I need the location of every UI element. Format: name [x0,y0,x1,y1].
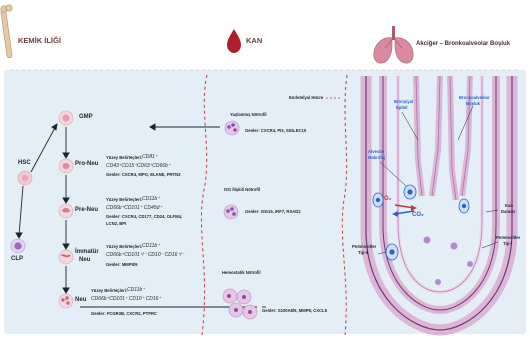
isg-neutrophil-title: ISG İlişkili Nötrofil [224,188,260,193]
pro-neu-label: Pro-Neu [75,161,98,168]
alveolar-space-label-2: Boşluk [466,102,480,107]
marrow-blood-boundary [201,75,207,335]
clp-label: CLP [11,256,23,263]
immature-neu-markers-label: Yüzey Belirteçleri: [106,245,142,250]
immature-neu-markers-1: CD11b⁺ [142,244,160,250]
pre-neu-cell [59,204,73,218]
pneumocyte-type-ii [386,244,398,260]
blood-header: KAN [246,37,262,45]
hsc-cell [18,171,32,185]
pre-neu-genes-2: LCN2, BPI [106,222,126,227]
pre-neu-markers-2: CD66b⁺CD101⁺ CD45d⁺ [106,206,162,212]
blood-vessel-label-2: Damarı [501,210,515,215]
immature-neu-label-1: İmmatür [75,249,99,256]
pro-neu-markers-label: Yüzey Belirteçleri: [106,156,142,161]
bronchiole-label-2: Epitel [396,106,407,111]
o2-label: O₂ [384,196,391,203]
co2-label: CO₂ [412,212,424,219]
bone-marrow-header: KEMİK İLİĞİ [18,37,61,45]
pro-neu-cell [59,159,73,173]
blood-lung-boundary [342,75,347,335]
immature-neu-label-2: Neu [79,257,90,264]
immature-neu-markers-2: CD66b⁺CD101⁺/⁻ CD10⁻ CD16⁺/⁻ [106,253,184,259]
gmp-cell [59,111,73,125]
pro-neu-genes: Genler: CXCR4, MPO, ELANE, PRTN3 [106,173,180,178]
pneumocyte-1-label-1: Pnömositler [496,236,520,241]
hemostatic-neutrophil-genes: Genler: S100A8/9, MMP8, CXCL8 [262,309,327,314]
pre-neu-markers-1: CD11b⁺ [142,197,160,203]
lungs-icon [374,26,413,63]
endothelial-label: Endotelyal Hücre [289,96,323,101]
neu-label: Neu [75,297,86,304]
aged-neutrophil [225,121,239,135]
neu-cell [59,294,73,308]
pro-neu-markers-1: CD81⁺ [142,155,157,161]
airway-alveolus [366,76,512,330]
macrophage-label-1: Alveolar [368,150,385,155]
pre-neu-markers-label: Yüzey Belirteçleri: [106,198,142,203]
pneumocyte-2-label-1: Pnömositler [352,245,376,250]
neu-markers-1: CD11b⁺ [127,288,145,294]
pro-neu-markers-2: CD43⁺CD15⁺CD63⁺CD66b⁺ [106,164,170,170]
lung-header: Akciğer – Bronkoalveolar Boşluk [416,41,510,48]
pneumocyte-2-label-2: Tip-II [358,251,368,256]
immature-neu-genes: Genler: MMP8/9 [106,263,137,268]
gmp-label: GMP [79,114,93,121]
bone-icon [1,5,13,58]
pre-neu-label: Pre-Neu [75,207,98,214]
hemostatic-neutrophil-cluster [223,289,257,319]
blood-cell-left [373,193,383,207]
bronchiole-label-1: Bronşiyal [394,100,413,105]
neu-markers-2: CD66b⁺CD101⁺ CD10⁺ CD16⁺ [91,297,161,303]
isg-neutrophil-genes: Genler: ISG15, IRF7, RSAD2 [245,210,301,215]
alveolar-space-label-1: Bronkoalveolar [459,96,490,101]
blood-vessel-label-1: Kan [505,204,513,209]
isg-neutrophil [224,205,238,219]
blood-cell-right [459,199,469,213]
hemostatic-neutrophil-title: Hemostatik Nötrofil [222,271,261,276]
pneumocyte-1-label-2: Tip-I [503,242,512,247]
aged-neutrophil-title: Yaşlanmış Nötrofil [230,113,267,118]
alveolar-macrophage [404,185,416,199]
immature-neu-cell [59,250,73,264]
macrophage-label-2: Makrofaj [368,156,385,161]
clp-cell [11,239,25,253]
pre-neu-genes-1: Genler: CXCR4, CD177, CD24, OLFM4, [106,215,182,220]
neu-genes: Genler: FCGR3B, CXCR2, PTPRC [91,312,157,317]
blood-drop-icon [227,29,241,53]
hsc-label: HSC [18,160,31,167]
neu-markers-label: Yüzey Belirteçleri: [91,289,127,294]
aged-neutrophil-genes: Genler: CXCR4, PI3, SIGLEC10 [245,129,306,134]
